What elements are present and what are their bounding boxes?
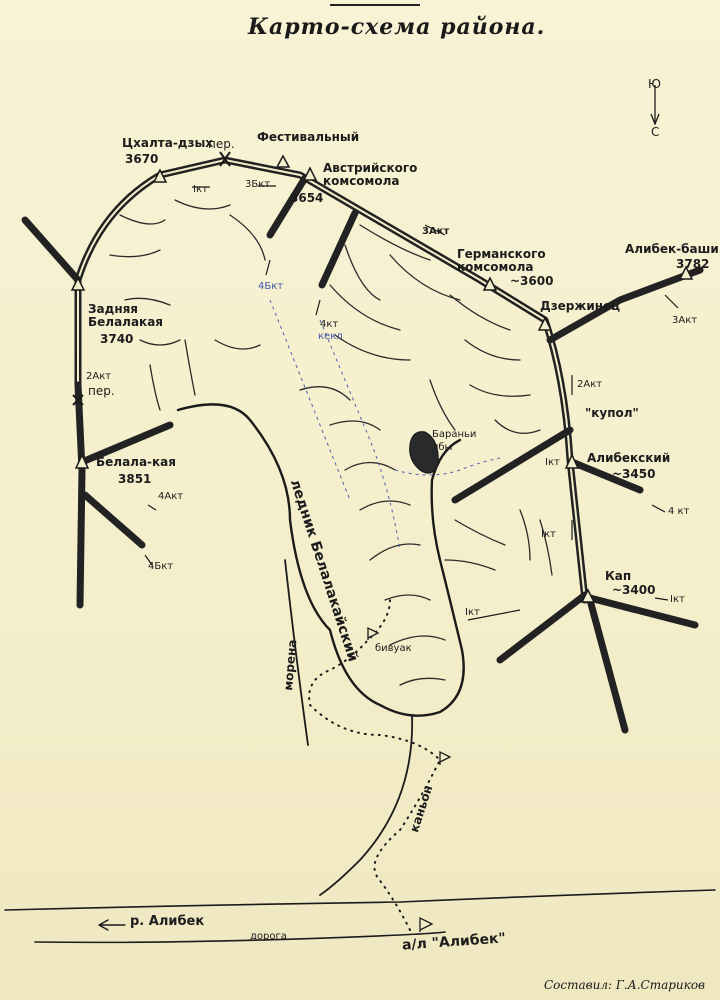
barani-lby-rock	[409, 431, 439, 474]
spur-alibeksky-east	[568, 458, 644, 494]
canyon-line	[319, 714, 414, 896]
spur-kap-east	[586, 594, 699, 629]
label-alibek-bashi-elev: 3782	[676, 257, 710, 271]
spur-inner	[318, 209, 359, 289]
label-festival: Фестивальный	[257, 130, 360, 144]
label-belalakaya-elev: 3851	[118, 472, 152, 486]
left-spur-belalakaya	[78, 421, 174, 466]
spur-kap-west	[496, 591, 589, 664]
grade-4kt: 4кт	[320, 319, 339, 330]
peak-kap-icon	[580, 588, 596, 603]
author-credit: Составил: Г.А.Стариков	[544, 978, 706, 992]
label-alibeksky-elev: ~3450	[612, 467, 656, 481]
left-ridge	[74, 381, 86, 609]
peak-austrian-icon	[302, 166, 318, 181]
grade-arrows	[79, 185, 679, 621]
peak-chkhalta-icon	[152, 168, 168, 183]
grade-1kt-glacier: Iкт	[465, 607, 480, 618]
label-german: Германского комсомола	[457, 247, 546, 274]
label-alibeksky: Алибекский	[587, 451, 671, 465]
peak-festival-icon	[275, 154, 291, 168]
label-chkhalta: Цхалта-дзых	[122, 136, 214, 150]
peak-alibeksky-icon	[564, 453, 580, 469]
label-zadnyaya: Задняя Белалакая	[88, 302, 164, 329]
compass-north: Ю	[648, 77, 661, 91]
grade-4b-left: 4Бкт	[148, 561, 174, 572]
glacier-outline	[176, 403, 465, 717]
peak-dzerzhinets-icon	[537, 316, 553, 331]
label-kupol: "купол"	[585, 406, 639, 420]
grade-3a-ridge: 3Акт	[422, 226, 450, 237]
pass-left-icon	[72, 394, 84, 406]
spur-alibeksky-west	[451, 426, 574, 504]
ridge-alibek-bashi	[546, 266, 704, 344]
label-pass-left: пер.	[88, 384, 115, 398]
main-ridge-highlight	[77, 158, 586, 601]
label-bivouac: бивуак	[375, 643, 412, 654]
left-spur-nw	[21, 216, 82, 284]
peak-german-icon	[482, 276, 498, 291]
label-kap: Кап	[605, 569, 632, 583]
label-kekl: кекл	[318, 331, 343, 342]
peak-alibek-bashi-icon	[678, 265, 694, 280]
pass-top-icon	[219, 151, 231, 167]
label-barani-lby: Бараньи лбы	[432, 429, 477, 453]
river-line	[4, 889, 716, 911]
label-german-elev: ~3600	[510, 274, 554, 288]
label-road: дорога	[250, 931, 287, 942]
bivouac-flag-icon	[367, 626, 380, 640]
river-arrow-icon	[98, 919, 126, 931]
grade-2a-left: 2Акт	[86, 371, 112, 382]
left-spur-south	[81, 491, 146, 549]
label-river: р. Алибек	[130, 914, 205, 929]
grade-1kt-top: Iкт	[193, 184, 208, 195]
grade-1kt-kupol: Iкт	[545, 457, 560, 468]
label-austrian: Австрийского комсомола	[323, 161, 418, 188]
title-decoration	[330, 4, 420, 10]
grade-4b-blue: 4Бкт	[258, 281, 284, 292]
map-title: Карто-схема района.	[248, 14, 546, 40]
moraine-line	[284, 559, 309, 746]
label-kap-elev: ~3400	[612, 583, 656, 597]
pass-markers	[72, 151, 231, 406]
route-tracks-blue	[269, 299, 501, 551]
compass-arrow-icon	[650, 85, 660, 126]
compass-south: С	[651, 125, 660, 139]
grade-3a-right: 3Акт	[672, 315, 698, 326]
label-austrian-elev: 3654	[290, 191, 324, 205]
camp-flag-icon	[419, 916, 434, 932]
label-zadnyaya-elev: 3740	[100, 332, 134, 346]
grade-4a-left: 4Акт	[158, 491, 184, 502]
spur-kap-south	[586, 596, 629, 734]
grade-3b-top: 3Бкт	[245, 179, 271, 190]
flag-markers	[367, 626, 452, 932]
label-dzerzhinets: Дзержинец	[540, 299, 621, 313]
peak-belalakaya-icon	[74, 453, 90, 469]
label-pass-top: пер.	[208, 137, 235, 151]
peak-triangles	[70, 154, 694, 603]
grade-1kt-up: Iкт	[541, 529, 556, 540]
canyon-flag-icon	[439, 750, 452, 765]
spur-austrian	[266, 174, 309, 239]
road-line	[34, 931, 446, 944]
approach-trail	[308, 599, 442, 931]
peak-zadnyaya-icon	[70, 276, 86, 291]
grade-4kt-right: 4 кт	[668, 506, 690, 517]
contour-hatches	[109, 199, 553, 686]
label-belalakaya: Белала-кая	[96, 455, 176, 469]
grade-1kt-kap: Iкт	[670, 594, 685, 605]
grade-2a-right: 2Акт	[577, 379, 603, 390]
label-chkhalta-elev: 3670	[125, 152, 159, 166]
main-ridge	[74, 156, 589, 604]
label-alibek-bashi: Алибек-баши	[625, 242, 719, 256]
